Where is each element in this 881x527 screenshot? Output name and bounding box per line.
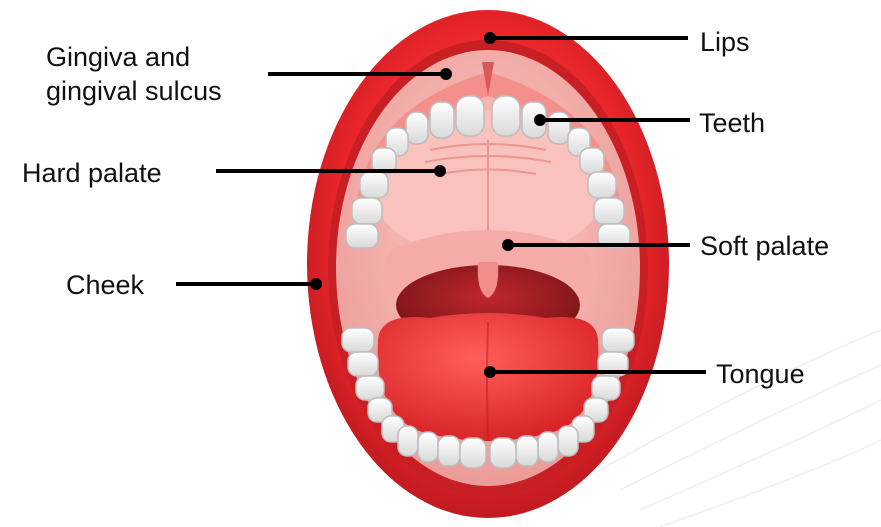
label-gingiva: Gingiva and gingival sulcus [46, 40, 222, 108]
dot-teeth [534, 114, 546, 126]
dot-gingiva [440, 68, 452, 80]
label-lips: Lips [700, 25, 750, 59]
dot-tongue [484, 366, 496, 378]
dot-lips [484, 32, 496, 44]
label-hard-palate: Hard palate [22, 156, 162, 190]
dot-cheek [310, 278, 322, 290]
label-soft-palate: Soft palate [700, 229, 829, 263]
label-cheek: Cheek [66, 268, 144, 302]
label-tongue: Tongue [716, 357, 805, 391]
label-gingiva-line1: Gingiva and [46, 40, 222, 74]
label-gingiva-line2: gingival sulcus [46, 74, 222, 108]
label-teeth: Teeth [699, 106, 765, 140]
dot-hard-palate [434, 165, 446, 177]
dot-soft-palate [502, 239, 514, 251]
tongue-midline [487, 322, 488, 438]
